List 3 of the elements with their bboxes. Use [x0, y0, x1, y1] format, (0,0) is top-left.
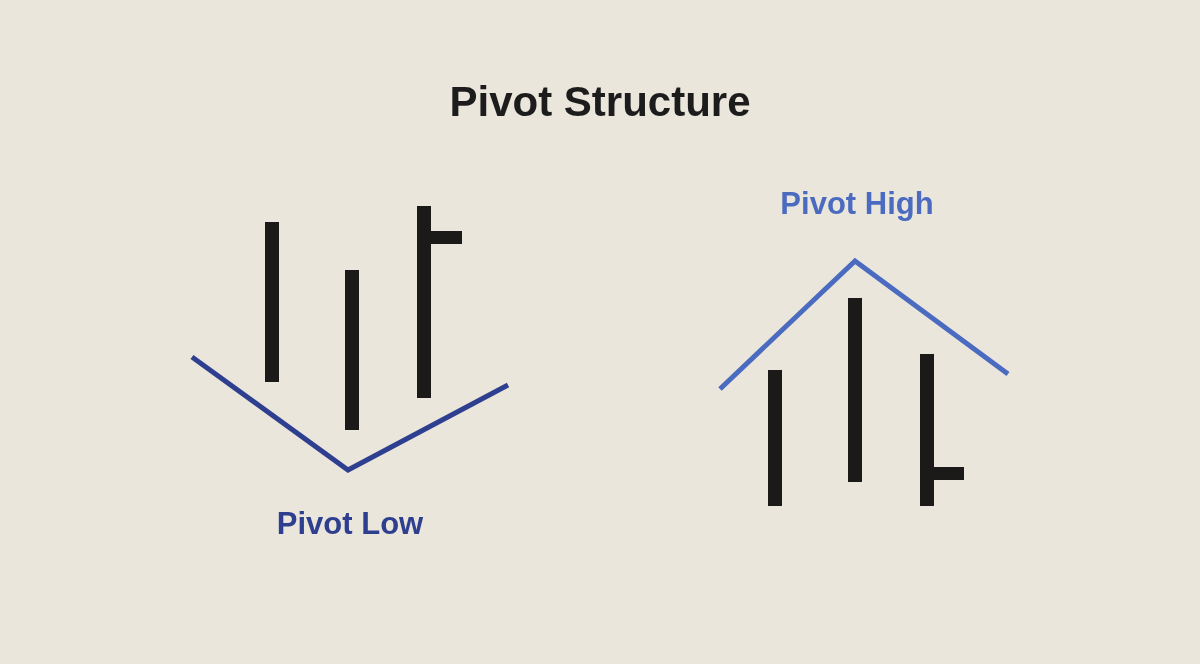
pivot-label: Pivot High: [780, 187, 934, 219]
pivot-label: Pivot Low: [276, 507, 424, 539]
diagram-title: Pivot Structure: [449, 81, 751, 123]
